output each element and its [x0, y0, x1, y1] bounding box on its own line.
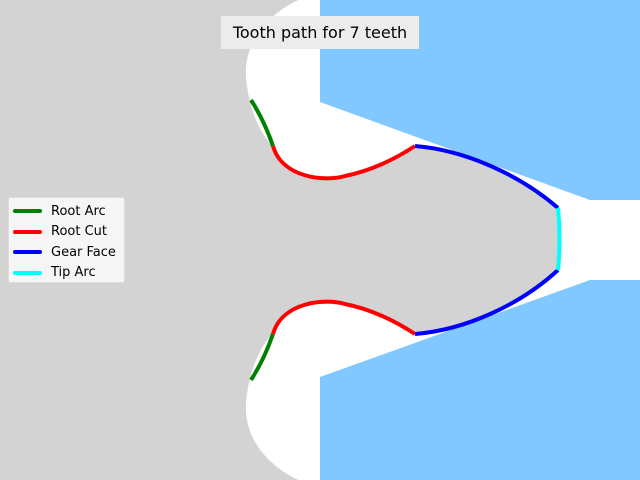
legend-label: Root Cut [51, 224, 107, 240]
legend-item-root-cut: Root Cut [12, 222, 124, 243]
rack-bottom [320, 280, 640, 480]
legend-item-gear-face: Gear Face [12, 242, 124, 263]
legend-item-root-arc: Root Arc [12, 201, 124, 222]
legend-label: Tip Arc [51, 265, 96, 281]
gear-face-swatch-icon [13, 250, 42, 255]
root-arc-swatch-icon [13, 209, 42, 214]
gear-face-upper [414, 144, 560, 210]
tip-arc-swatch-icon [13, 270, 42, 275]
gear-face-lower [414, 268, 560, 336]
root-cut-lower [271, 299, 417, 336]
root-arc-lower [249, 333, 275, 382]
rack-top [320, 0, 640, 200]
legend: Root Arc Root Cut Gear Face Tip Arc [8, 197, 125, 283]
legend-label: Gear Face [51, 244, 116, 260]
chart-title: Tooth path for 7 teeth [221, 16, 419, 49]
root-cut-upper [271, 144, 417, 181]
tip-arc [556, 207, 562, 271]
gear-body [0, 0, 558, 480]
root-arc-upper [249, 98, 275, 147]
legend-label: Root Arc [51, 203, 106, 219]
legend-item-tip-arc: Tip Arc [12, 263, 124, 284]
root-cut-swatch-icon [13, 229, 42, 234]
